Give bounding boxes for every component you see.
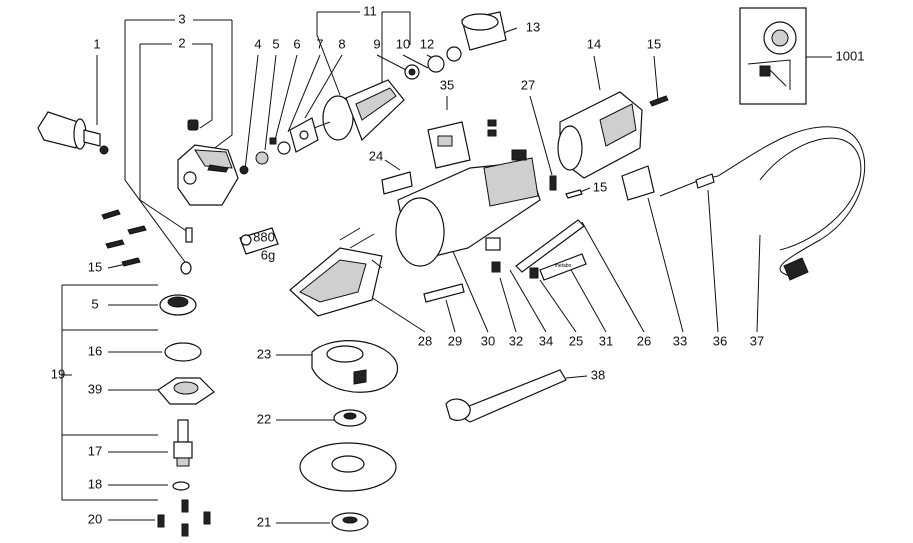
callout-label-23: 28 <box>418 333 432 348</box>
callout-label-14: 15 <box>647 36 661 51</box>
callout-label-25: 30 <box>481 333 495 348</box>
callout-label-37: 18 <box>88 476 102 491</box>
gear-housing-part <box>177 144 239 206</box>
callout-label-21: 36 <box>713 333 727 348</box>
screws-part <box>101 209 147 267</box>
rear-cover-part <box>557 91 643 179</box>
grease-weight-label: 6g <box>261 247 275 262</box>
callout-label-20: 33 <box>673 333 687 348</box>
callout-label-19: 15 <box>593 179 607 194</box>
grease-amount-label: 880 <box>253 229 275 244</box>
bottom-screws-part <box>157 499 211 537</box>
callout-label-18: 24 <box>369 148 383 163</box>
retaining-ring-part <box>172 481 190 491</box>
gear-components-part <box>239 117 319 175</box>
callout-label-31: 15 <box>88 259 102 274</box>
side-handle-part <box>37 111 109 155</box>
callout-label-36: 17 <box>88 443 102 458</box>
callout-label-11: 12 <box>420 36 434 51</box>
clamping-nut-part <box>331 512 369 532</box>
callout-label-35: 39 <box>88 381 102 396</box>
callout-label-15: 1001 <box>836 48 865 63</box>
brush-holder-part <box>549 175 557 191</box>
callout-label-24: 29 <box>448 333 462 348</box>
label-plate-24 <box>381 171 413 195</box>
callout-label-0: 1 <box>93 36 100 51</box>
callout-label-22: 37 <box>750 333 764 348</box>
callout-label-39: 23 <box>257 346 271 361</box>
gear-part <box>159 294 197 316</box>
screw-mid-part <box>565 189 583 199</box>
callout-label-26: 32 <box>509 333 523 348</box>
spindle-lock-part <box>180 119 199 275</box>
callout-label-9: 9 <box>373 36 380 51</box>
power-cable-part <box>659 126 866 281</box>
type-plate-part: metabo <box>539 253 587 281</box>
pin-wrench-part <box>445 369 567 423</box>
wheel-guard-part <box>311 340 399 393</box>
callout-label-38: 20 <box>88 511 102 526</box>
grease-tube-part <box>239 227 279 255</box>
callout-label-2: 3 <box>178 11 185 26</box>
fan-baffle-part <box>461 11 507 51</box>
support-flange-part <box>333 409 367 427</box>
callout-label-27: 34 <box>539 333 553 348</box>
callout-label-33: 16 <box>88 343 102 358</box>
callout-label-7: 8 <box>338 36 345 51</box>
callout-label-16: 35 <box>440 77 454 92</box>
motor-housing-part <box>395 149 541 267</box>
sticker-part <box>621 165 655 201</box>
screw-top-part <box>649 95 669 107</box>
callout-label-29: 31 <box>599 333 613 348</box>
callout-label-10: 10 <box>396 36 410 51</box>
label-strip-part <box>423 283 465 303</box>
callout-label-12: 13 <box>526 19 540 34</box>
leader-lines <box>61 11 832 524</box>
o-ring-part <box>164 342 202 362</box>
callout-label-3: 4 <box>254 36 261 51</box>
callout-label-32: 5 <box>91 296 98 311</box>
callout-label-8: 11 <box>363 3 377 18</box>
plate-brand-text: metabo <box>555 263 572 269</box>
callout-label-4: 5 <box>272 36 279 51</box>
brush-blocks-part <box>485 237 539 279</box>
grinding-disc-part <box>299 442 397 492</box>
bracket-part <box>515 219 585 273</box>
callout-label-41: 21 <box>257 514 271 529</box>
inset-panel-1001 <box>739 7 807 105</box>
bearing-flange-part <box>157 377 215 405</box>
callout-label-28: 25 <box>569 333 583 348</box>
bearings-part <box>404 46 462 80</box>
callout-label-34: 19 <box>51 366 65 381</box>
callout-label-5: 6 <box>293 36 300 51</box>
callout-label-40: 22 <box>257 411 271 426</box>
field-coil-part <box>289 227 383 317</box>
spindle-part <box>173 419 193 467</box>
callout-label-6: 7 <box>316 36 323 51</box>
callout-label-13: 14 <box>587 36 601 51</box>
callout-label-1: 2 <box>178 35 185 50</box>
armature-part <box>313 79 405 142</box>
callout-label-17: 27 <box>521 77 535 92</box>
callout-label-30: 26 <box>637 333 651 348</box>
switch-part <box>427 119 497 169</box>
callout-label-42: 38 <box>591 367 605 382</box>
